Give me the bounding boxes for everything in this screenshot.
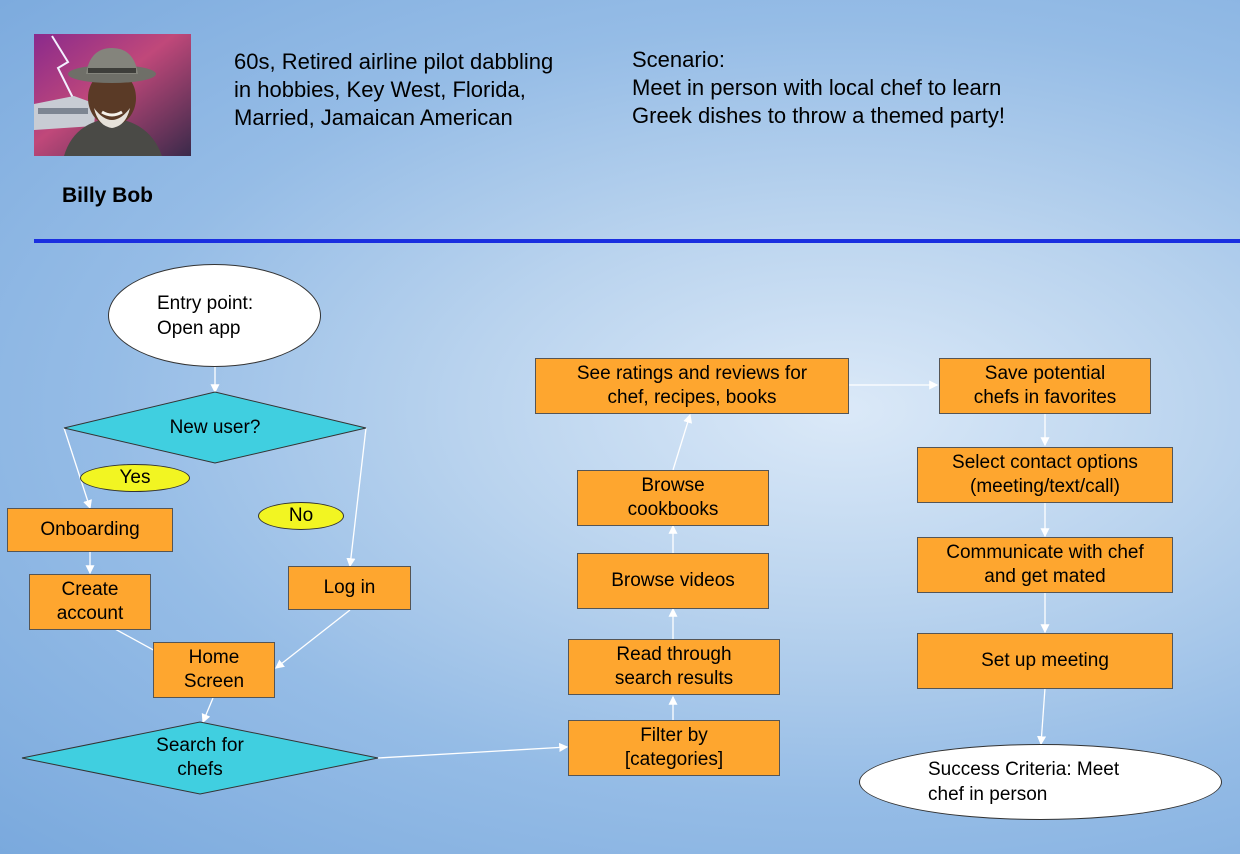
save-favorites-line: chefs in favorites: [973, 387, 1117, 408]
entry-point-node: Entry point: Open app: [108, 264, 321, 367]
success-criteria-node: Success Criteria: Meet chef in person: [859, 744, 1222, 820]
search-chefs-line: Search for: [156, 735, 244, 756]
scenario-heading: Scenario:: [632, 47, 725, 72]
persona-line: Married, Jamaican American: [234, 105, 513, 130]
filter-box: Filter by [categories]: [568, 720, 780, 776]
scenario-line: Meet in person with local chef to learn: [632, 75, 1002, 100]
create-account-box: Create account: [29, 574, 151, 630]
persona-line: 60s, Retired airline pilot dabbling: [234, 49, 554, 74]
browse-cookbooks-line: Browse: [641, 475, 705, 496]
scenario-line: Greek dishes to throw a themed party!: [632, 103, 1005, 128]
ratings-reviews-box: See ratings and reviews for chef, recipes…: [535, 358, 849, 414]
connector-home-search: [201, 697, 214, 724]
home-screen-line: Home: [188, 647, 240, 668]
read-results-box: Read through search results: [568, 639, 780, 695]
contact-options-line: Select contact options: [952, 452, 1138, 473]
search-chefs-label: Search for chefs: [120, 734, 280, 782]
communicate-line: and get mated: [984, 566, 1106, 587]
save-favorites-box: Save potential chefs in favorites: [939, 358, 1151, 414]
home-screen-line: Screen: [183, 671, 245, 692]
new-user-label: New user?: [169, 417, 261, 438]
communicate-line: Communicate with chef: [946, 542, 1144, 563]
connector-yes-onboarding: [63, 427, 92, 510]
contact-options-line: (meeting/text/call): [970, 476, 1120, 497]
create-account-line: Create: [61, 579, 119, 600]
success-line: Success Criteria: Meet: [928, 759, 1120, 780]
filter-line: Filter by: [640, 725, 708, 746]
onboarding-box: Onboarding: [7, 508, 173, 552]
success-line: chef in person: [928, 784, 1048, 805]
contact-options-box: Select contact options (meeting/text/call…: [917, 447, 1173, 503]
entry-line: Open app: [157, 317, 241, 339]
ratings-line: See ratings and reviews for: [576, 363, 808, 384]
browse-cookbooks-line: cookbooks: [627, 499, 719, 520]
connector-no-login: [346, 427, 367, 568]
login-label: Log in: [323, 577, 376, 598]
read-results-line: Read through: [616, 644, 732, 665]
save-favorites-line: Save potential: [984, 363, 1106, 384]
search-chefs-line: chefs: [177, 759, 223, 780]
setup-meeting-label: Set up meeting: [981, 650, 1109, 671]
ratings-line: chef, recipes, books: [607, 387, 777, 408]
decision-new-user: [63, 391, 367, 464]
persona-photo: [34, 34, 191, 156]
browse-videos-box: Browse videos: [577, 553, 769, 609]
browse-videos-label: Browse videos: [611, 570, 735, 591]
connector-login-home: [274, 609, 351, 669]
connector-meeting-success: [1037, 687, 1047, 746]
persona-description: 60s, Retired airline pilot dabbling in h…: [234, 48, 594, 132]
read-results-line: search results: [614, 668, 734, 689]
login-box: Log in: [288, 566, 411, 610]
persona-line: in hobbies, Key West, Florida,: [234, 77, 526, 102]
browse-cookbooks-box: Browse cookbooks: [577, 470, 769, 526]
connector-search-filter: [377, 742, 569, 759]
filter-line: [categories]: [624, 749, 724, 770]
persona-name: Billy Bob: [62, 184, 154, 207]
onboarding-label: Onboarding: [40, 519, 140, 540]
create-account-line: account: [56, 603, 124, 624]
decision-search-chefs: [21, 721, 379, 795]
yes-badge: Yes: [80, 464, 190, 492]
setup-meeting-box: Set up meeting: [917, 633, 1173, 689]
no-badge: No: [258, 502, 344, 530]
scenario-text: Scenario: Meet in person with local chef…: [632, 46, 1192, 130]
communicate-box: Communicate with chef and get mated: [917, 537, 1173, 593]
entry-line: Entry point:: [157, 292, 254, 314]
connector-cookbooks-ratings: [672, 413, 693, 471]
section-divider: [34, 239, 1240, 243]
